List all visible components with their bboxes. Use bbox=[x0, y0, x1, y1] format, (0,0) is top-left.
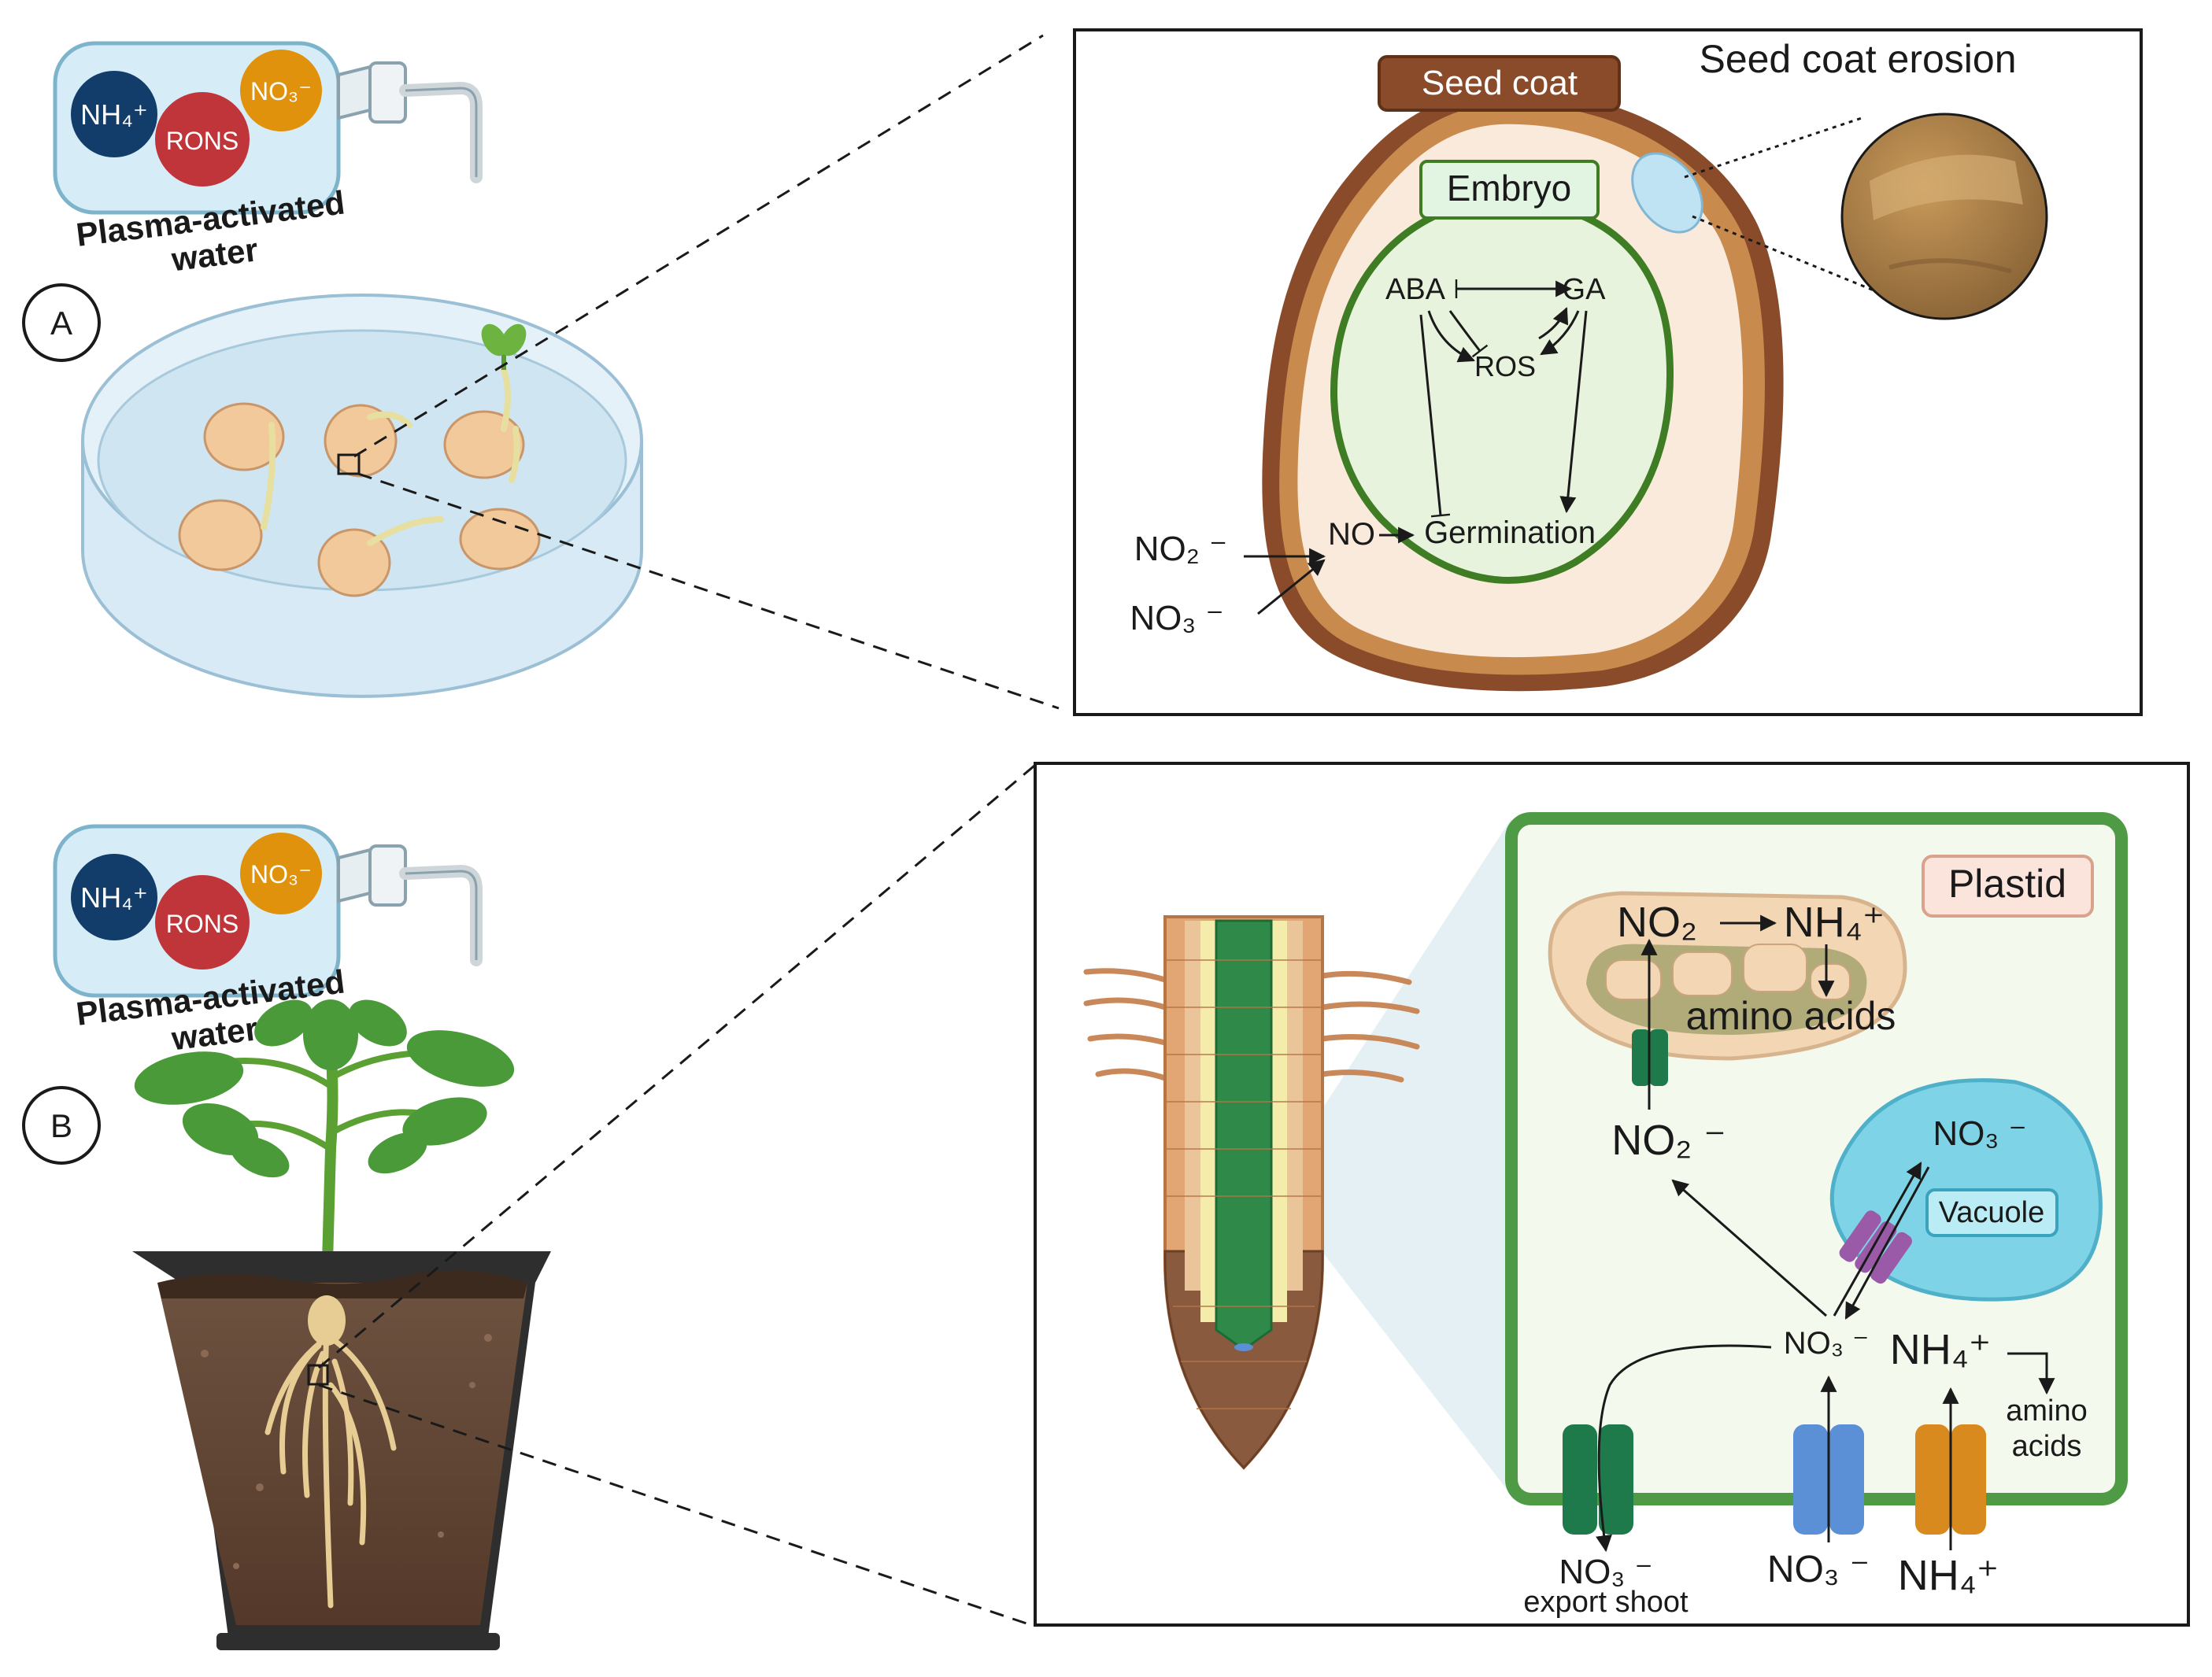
ext-no3-label: NO₃ ⁻ bbox=[1767, 1549, 1870, 1590]
export-transporter bbox=[1563, 1424, 1633, 1535]
ext-nh4-label: NH₄⁺ bbox=[1898, 1552, 1999, 1599]
panel-b-marker-label: B bbox=[50, 1107, 72, 1144]
embryo-label-box bbox=[1419, 160, 1600, 220]
ammonium-ion-label-a: NH₄⁺ bbox=[80, 98, 148, 131]
plastid-label: Plastid bbox=[1948, 862, 2066, 906]
aba-label: ABA bbox=[1385, 273, 1446, 306]
plastid-transporter bbox=[1632, 1029, 1668, 1086]
nitrate-ion-label-a: NO₃⁻ bbox=[250, 77, 312, 105]
panel-a-marker bbox=[22, 283, 101, 362]
nitrate-ion-label-b: NO₃⁻ bbox=[250, 860, 312, 888]
cyto-nh4-label: NH₄⁺ bbox=[1890, 1326, 1992, 1373]
ammonium-ion-circle-b bbox=[71, 854, 157, 940]
amino-acids-line2: acids bbox=[2012, 1430, 2082, 1463]
petri-dish bbox=[81, 294, 643, 698]
nitrogen-pathway-arrows bbox=[1596, 914, 2055, 1553]
rons-label-b: RONS bbox=[166, 910, 239, 938]
plastid-nh4-label: NH₄⁺ bbox=[1784, 899, 1885, 946]
vacuole-label: Vacuole bbox=[1939, 1196, 2045, 1229]
zoom-lines-b bbox=[318, 760, 1040, 1627]
panel-b-marker bbox=[22, 1086, 101, 1165]
hormone-network-arrows bbox=[1244, 279, 1588, 615]
plastid bbox=[1548, 891, 1907, 1061]
cyto-no3-label: NO₃ ⁻ bbox=[1784, 1326, 1870, 1361]
bottle-a: NH₄⁺ RONS NO₃⁻ Plasma-activated water bbox=[53, 41, 483, 278]
seed-coat-label-box bbox=[1378, 55, 1621, 112]
nitrate-ion-circle-a bbox=[240, 50, 322, 131]
plastid-amino-label: amino acids bbox=[1686, 994, 1896, 1038]
no3-label-a: NO₃ ⁻ bbox=[1130, 599, 1223, 637]
amino-acids-line1: amino bbox=[2006, 1394, 2088, 1428]
ammonium-transporter bbox=[1915, 1424, 1986, 1535]
panel-a-marker-label: A bbox=[50, 305, 72, 342]
seed-coat-erosion-label: Seed coat erosion bbox=[1699, 37, 2016, 81]
export-shoot-label: export shoot bbox=[1523, 1586, 1689, 1619]
nitrate-transporter bbox=[1793, 1424, 1864, 1535]
ammonium-ion-label-b: NH₄⁺ bbox=[80, 881, 148, 914]
germination-label: Germination bbox=[1424, 515, 1596, 550]
ros-label: ROS bbox=[1474, 350, 1536, 382]
export-no3-label: NO₃ ⁻ bbox=[1559, 1553, 1652, 1591]
rons-label-a: RONS bbox=[166, 127, 239, 155]
seed-coat-label: Seed coat bbox=[1422, 64, 1578, 102]
no-label: NO bbox=[1328, 517, 1375, 552]
rons-circle-b bbox=[155, 875, 250, 970]
plastid-label-box bbox=[1922, 855, 2094, 918]
erosion-zoom bbox=[1684, 113, 2048, 320]
embryo-label: Embryo bbox=[1447, 168, 1571, 209]
cyto-no2-label: NO₂ ⁻ bbox=[1611, 1117, 1726, 1164]
zoom-lines-a bbox=[353, 34, 1060, 710]
no2-label-a: NO₂ ⁻ bbox=[1134, 530, 1228, 568]
potted-plant bbox=[132, 999, 551, 1650]
vacuole-label-box bbox=[1925, 1188, 2058, 1237]
rons-circle-a bbox=[155, 92, 250, 187]
ammonium-ion-circle-a bbox=[71, 71, 157, 157]
root-tip bbox=[1083, 818, 1511, 1495]
bottle-b: NH₄⁺ RONS NO₃⁻ Plasma-activated water bbox=[53, 824, 483, 1057]
nitrate-ion-circle-b bbox=[240, 833, 322, 914]
vacuole-no3-label: NO₃ ⁻ bbox=[1933, 1114, 2026, 1153]
plastid-no2-label: NO₂ bbox=[1617, 899, 1697, 946]
